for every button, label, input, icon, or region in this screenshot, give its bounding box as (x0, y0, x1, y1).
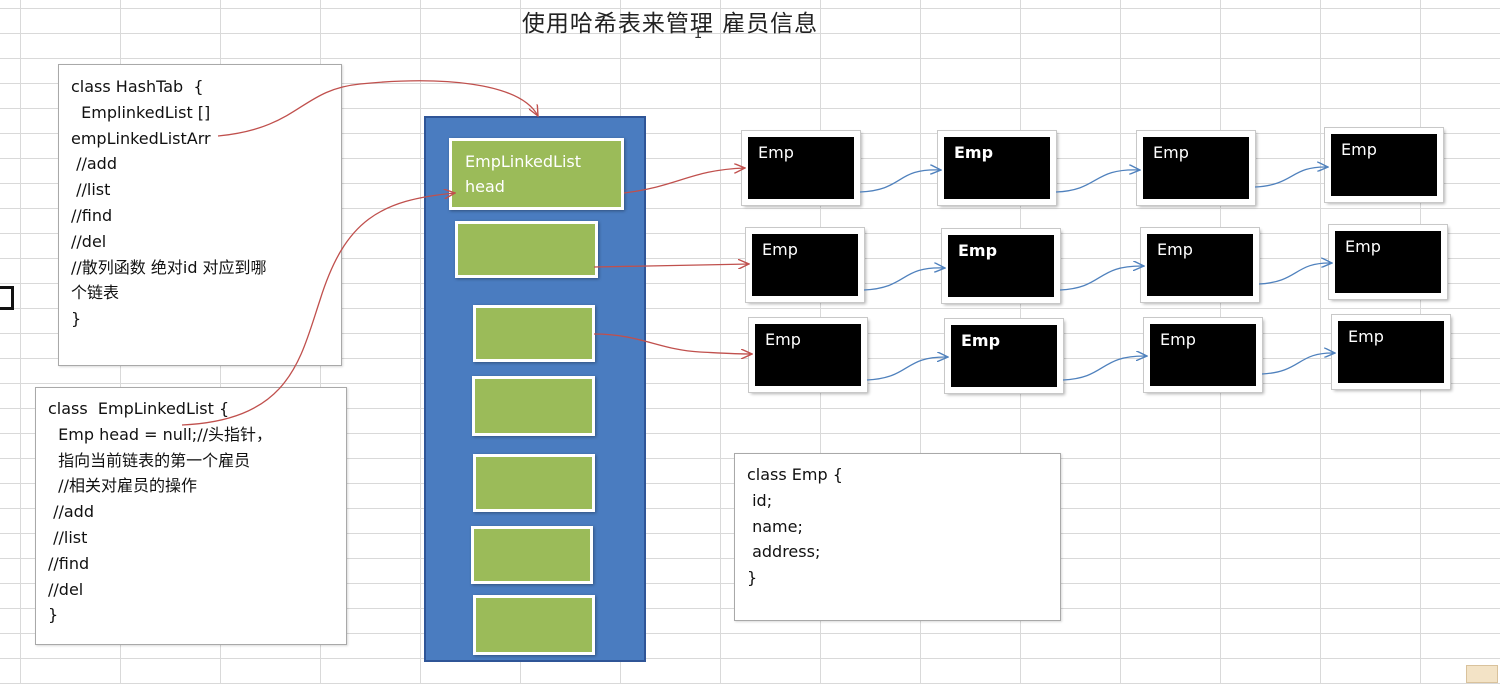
emp-node-label: Emp (954, 143, 994, 162)
array-slot-head: EmpLinkedList head (449, 138, 624, 210)
arrow-next (1261, 353, 1335, 375)
code-line: } (71, 309, 82, 329)
emp-node-label: Emp (958, 241, 998, 260)
emp-node-label: Emp (1157, 240, 1193, 259)
emp-node-label: Emp (1341, 140, 1377, 159)
code-line: //散列函数 绝对id 对应到哪 (71, 257, 267, 277)
slot-head-label: EmpLinkedList head (465, 152, 582, 196)
emp-node-label: Emp (1153, 143, 1189, 162)
arrow-slot-to-emp-row1 (623, 168, 745, 194)
emp-node-label: Emp (765, 330, 801, 349)
code-line: //list (48, 527, 88, 547)
array-slot (473, 454, 595, 512)
hash-array: EmpLinkedList head (424, 116, 646, 662)
code-line: EmplinkedList [] (71, 102, 211, 122)
arrow-next (866, 357, 948, 381)
code-line: 指向当前链表的第一个雇员 (48, 450, 251, 470)
array-slot (471, 526, 593, 584)
status-badge (1466, 665, 1498, 683)
code-line: class Emp { (747, 465, 843, 484)
emp-node: Emp (937, 130, 1057, 206)
emp-node: Emp (941, 228, 1061, 304)
emp-node-label: Emp (1160, 330, 1196, 349)
emp-node-label: Emp (1348, 327, 1384, 346)
arrow-head-to-slot (181, 193, 455, 426)
code-line: class HashTab { (71, 77, 204, 96)
code-line: } (48, 605, 59, 625)
code-line: //add (71, 154, 117, 174)
emp-class-box: class Emp { id; name; address; } (734, 453, 1061, 621)
array-slot (455, 221, 598, 278)
arrow-next (1258, 263, 1332, 285)
code-line: //相关对雇员的操作 (48, 476, 197, 496)
code-line: } (747, 568, 758, 588)
code-line: address; (747, 542, 821, 562)
array-slot (473, 595, 595, 655)
arrow-next (1062, 356, 1147, 381)
arrow-slot-to-emp-row3 (593, 333, 752, 354)
emp-node-label: Emp (961, 331, 1001, 350)
code-line: //list (71, 180, 111, 200)
emplinkedlist-class-box: class EmpLinkedList { Emp head = null;//… (35, 387, 347, 645)
code-line: Emp head = null;//头指针， (48, 424, 272, 444)
array-slot (472, 376, 595, 436)
emp-node-label: Emp (758, 143, 794, 162)
code-line: //find (71, 205, 113, 225)
arrow-next (1254, 167, 1328, 188)
code-line: 个链表 (71, 283, 120, 303)
cropped-shape (0, 286, 14, 310)
code-line: //find (48, 553, 90, 573)
emp-node-label: Emp (762, 240, 798, 259)
arrow-next (859, 170, 941, 193)
code-line: name; (747, 516, 803, 536)
hashtab-class-box: class HashTab { EmplinkedList [] empLink… (58, 64, 342, 366)
code-line: empLinkedListArr (71, 128, 211, 148)
code-line: //del (71, 231, 107, 251)
emp-node-label: Emp (1345, 237, 1381, 256)
text-cursor-icon: I (694, 26, 703, 42)
arrow-next (863, 268, 945, 291)
arrow-next (1055, 170, 1140, 193)
page-title: 使用哈希表来管理 雇员信息 (521, 11, 819, 37)
arrow-next (1059, 266, 1144, 291)
code-line: class EmpLinkedList { (48, 399, 230, 418)
arrow-arr-to-array (217, 80, 538, 137)
code-line: id; (747, 490, 773, 510)
code-line: //add (48, 502, 94, 522)
array-slot (473, 305, 595, 362)
emp-node: Emp (1143, 317, 1263, 393)
code-line: //del (48, 579, 84, 599)
arrow-slot-to-emp-row2 (593, 264, 749, 267)
